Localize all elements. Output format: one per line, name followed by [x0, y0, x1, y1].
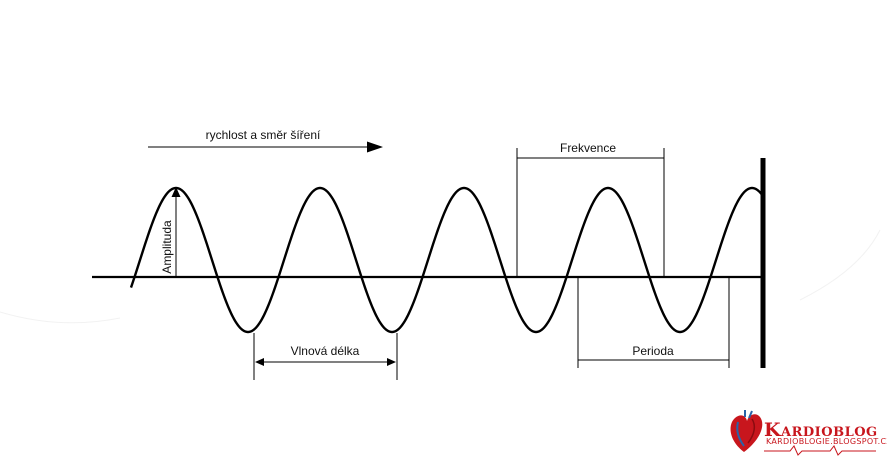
period-label: Perioda	[632, 344, 674, 358]
logo-url: kardioblogie.blogspot.cz	[766, 437, 887, 446]
frequency-label: Frekvence	[560, 141, 616, 155]
period-bracket	[577, 277, 730, 368]
logo-title: Kardioblog	[764, 419, 878, 441]
speed-direction-label: rychlost a směr šíření	[206, 128, 321, 142]
heart-icon	[730, 410, 763, 452]
arrow-head-icon	[367, 141, 383, 153]
wavelength-label: Vlnová délka	[291, 344, 360, 358]
amplitude-label: Amplituda	[160, 220, 174, 274]
frequency-bracket	[516, 148, 665, 277]
background-swoosh	[0, 311, 121, 324]
amplitude-arrow	[171, 187, 181, 277]
sine-wave	[129, 186, 764, 334]
kardioblog-logo: Kardioblog kardioblogie.blogspot.cz	[730, 410, 887, 456]
wavelength-bracket	[253, 333, 398, 380]
ecg-trace	[764, 445, 876, 456]
wavelength-arrow-right-icon	[387, 358, 396, 366]
wavelength-arrow-left-icon	[255, 358, 264, 366]
background-swoosh	[799, 229, 881, 301]
amplitude-arrow-head-icon	[171, 187, 181, 197]
propagation-arrow	[148, 141, 383, 153]
